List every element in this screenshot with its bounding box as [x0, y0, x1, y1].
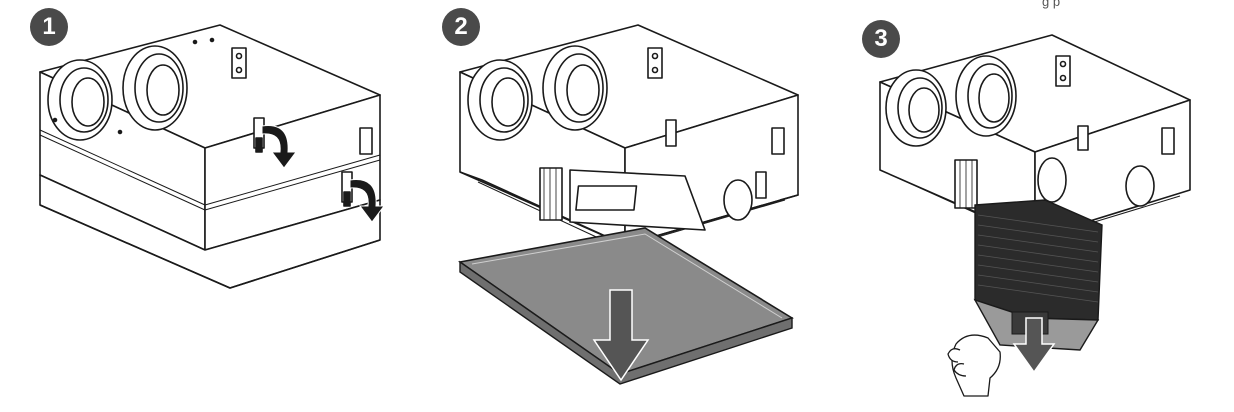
step-3-panel: 3: [840, 0, 1234, 412]
clipped-caption-fragment: g p: [1042, 0, 1061, 9]
step-2-badge: 2: [442, 8, 480, 46]
step-1-badge: 1: [30, 8, 68, 46]
step-1-illustration: [39, 24, 385, 289]
step-1-panel: 1: [0, 0, 410, 412]
step-3-badge: 3: [862, 20, 900, 58]
step-2-illustration: [457, 24, 799, 385]
step-3-illustration: [879, 34, 1191, 397]
step-2-panel: 2: [420, 0, 820, 412]
